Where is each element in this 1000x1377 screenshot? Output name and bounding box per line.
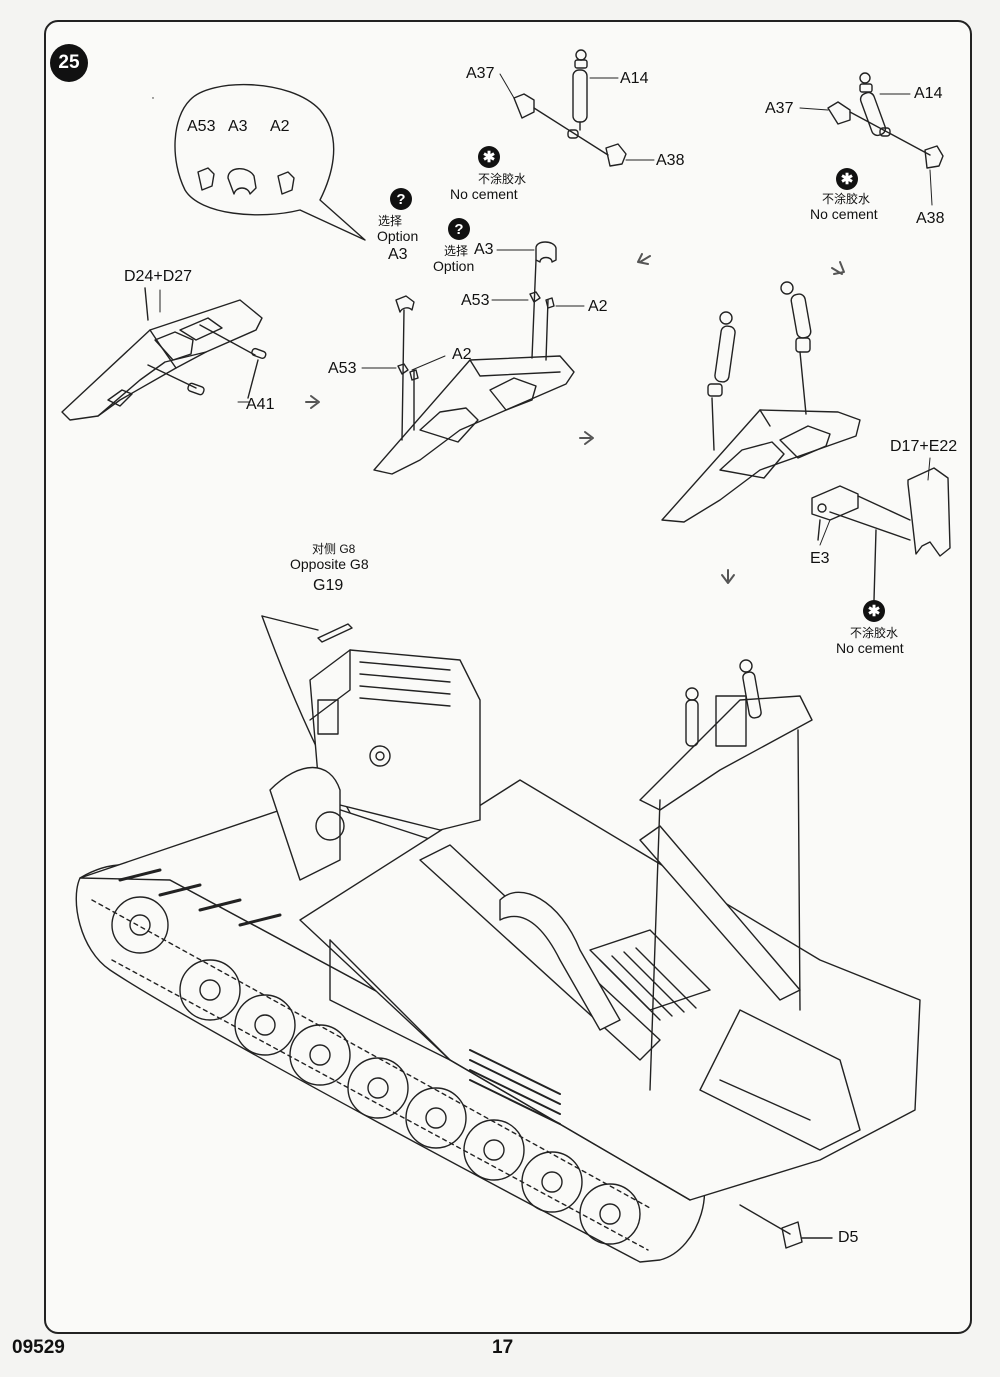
asterisk-icon: ✱ xyxy=(478,146,500,168)
no-cement-cn: 不涂胶水 xyxy=(850,626,899,640)
strut-left-a14: A14 xyxy=(620,70,649,87)
frame-assembly-3 xyxy=(661,281,951,601)
strut-left-a37: A37 xyxy=(466,65,495,82)
track-guard-part-g19: G19 xyxy=(313,577,344,594)
frame-option-assembly xyxy=(373,241,575,475)
asterisk-icon: ✱ xyxy=(863,600,885,622)
question-icon: ? xyxy=(390,188,412,210)
option-1-en: Option xyxy=(377,228,419,244)
strut-left-a38: A38 xyxy=(656,152,685,169)
assembly-3-bracket-e3: E3 xyxy=(810,550,830,567)
no-cement-en: No cement xyxy=(810,206,878,222)
option-1-part-a3: A3 xyxy=(388,246,408,263)
assembly-1-part-a41: A41 xyxy=(246,396,275,413)
callout-label-a3: A3 xyxy=(228,118,248,135)
no-cement-en: No cement xyxy=(450,186,518,202)
step-number-badge: 25 xyxy=(50,44,88,82)
option-2-part-a3: A3 xyxy=(474,241,494,258)
option-2-part-a2: A2 xyxy=(588,298,608,315)
option-2-en: Option xyxy=(433,258,475,274)
asterisk-icon: ✱ xyxy=(836,168,858,190)
page-number: 17 xyxy=(492,1337,514,1358)
track-guard-en: Opposite G8 xyxy=(290,556,369,572)
option-1-part-a2: A2 xyxy=(452,346,472,363)
assembly-3-plate: D17+E22 xyxy=(890,438,958,455)
strut-right-a14: A14 xyxy=(914,85,943,102)
option-2-cn: 选择 xyxy=(444,244,469,258)
kit-code: 09529 xyxy=(12,1337,65,1358)
no-cement-en: No cement xyxy=(836,640,904,656)
strut-right-a38: A38 xyxy=(916,210,945,227)
strut-top-right xyxy=(827,72,944,169)
strut-top-left xyxy=(513,49,627,167)
option-1-cn: 选择 xyxy=(378,214,403,228)
no-cement-cn: 不涂胶水 xyxy=(822,192,871,206)
frame-d24-d27 xyxy=(61,97,267,421)
no-cement-cn: 不涂胶水 xyxy=(478,172,527,186)
track-guard-cn: 对侧 G8 xyxy=(312,542,356,556)
hull-part-d5: D5 xyxy=(838,1229,859,1246)
assembly-1-title: D24+D27 xyxy=(124,268,193,285)
callout-bubble xyxy=(174,83,366,241)
option-1-part-a53: A53 xyxy=(328,360,357,377)
option-2-part-a53: A53 xyxy=(461,292,490,309)
callout-label-a2: A2 xyxy=(270,118,290,135)
hull-body xyxy=(75,649,921,1263)
leader-lines xyxy=(159,73,933,546)
question-icon: ? xyxy=(448,218,470,240)
flow-arrows xyxy=(305,253,845,584)
callout-label-a53: A53 xyxy=(187,118,216,135)
strut-right-a37: A37 xyxy=(765,100,794,117)
